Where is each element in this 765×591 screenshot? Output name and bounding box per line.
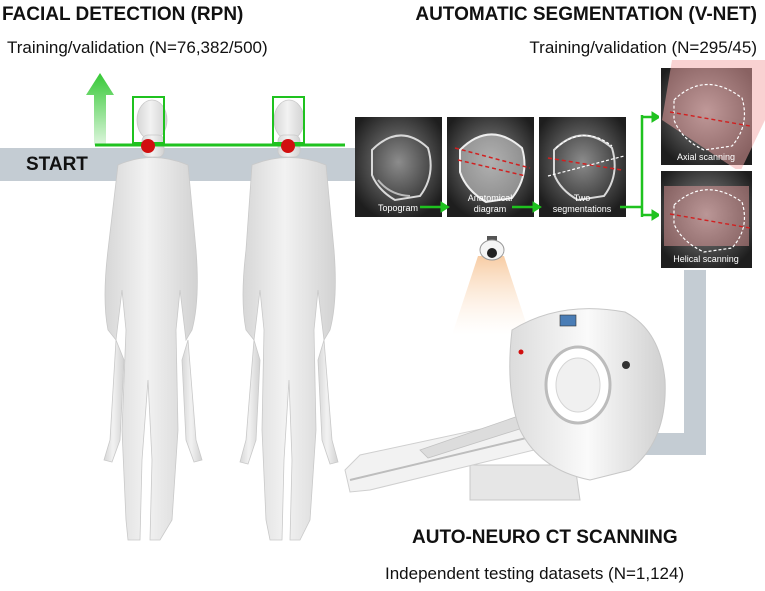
- human-figure-icon: [103, 99, 203, 541]
- up-arrow-icon: [86, 73, 114, 145]
- panel-label-two-2: segmentations: [553, 204, 612, 214]
- panel-label-helical: Helical scanning: [673, 254, 739, 264]
- panel-label-two-1: Two: [574, 193, 591, 203]
- xray-panel-helical: Helical scanning: [659, 169, 754, 270]
- facial-detection-subtitle: Training/validation (N=76,382/500): [7, 38, 268, 57]
- panel-arrows: [420, 111, 661, 221]
- facial-detection-title: FACIAL DETECTION (RPN): [2, 4, 244, 25]
- landmark-dot-2: [281, 139, 295, 153]
- xray-panel-axial: Axial scanning: [659, 60, 765, 172]
- scanning-subtitle: Independent testing datasets (N=1,124): [385, 564, 685, 583]
- panel-label-topogram: Topogram: [378, 203, 418, 213]
- segmentation-subtitle: Training/validation (N=295/45): [529, 38, 757, 57]
- panel-label-anatomical-2: diagram: [474, 204, 507, 214]
- camera-icon: [452, 236, 530, 335]
- scanning-title: AUTO-NEURO CT SCANNING: [412, 527, 678, 548]
- panel-label-anatomical-1: Anatomical: [468, 193, 513, 203]
- xray-panel-anatomical: Anatomical diagram: [447, 117, 534, 217]
- human-figure-icon: [239, 99, 339, 541]
- xray-panel-segmentations: Two segmentations: [539, 117, 626, 217]
- ct-scanner-icon: [344, 308, 666, 501]
- start-label: START: [26, 154, 88, 175]
- landmark-dot-1: [141, 139, 155, 153]
- xray-panel-topogram: Topogram: [355, 117, 442, 217]
- panel-label-axial: Axial scanning: [677, 152, 735, 162]
- segmentation-title: AUTOMATIC SEGMENTATION (V-NET): [415, 4, 757, 25]
